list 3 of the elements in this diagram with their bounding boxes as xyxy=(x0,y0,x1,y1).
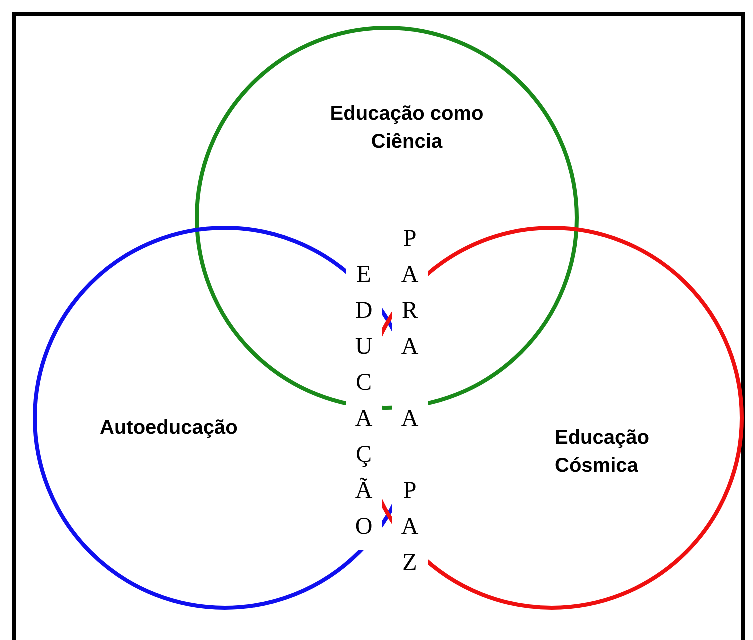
circle-label: Educação Cósmica xyxy=(555,426,650,479)
circle-label: Educação como Ciência xyxy=(329,102,485,155)
circle-label: Autoeducação xyxy=(100,416,239,441)
